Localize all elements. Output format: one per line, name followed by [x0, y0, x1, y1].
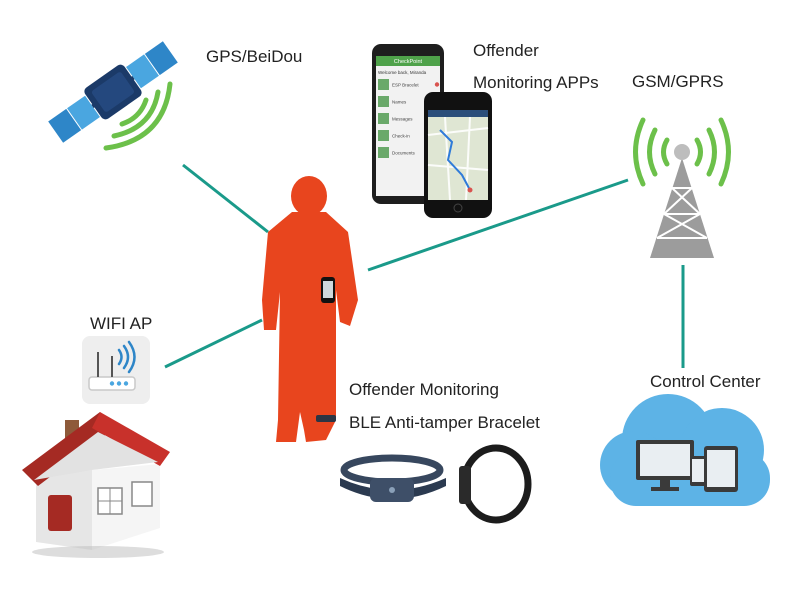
app-welcome: Welcome back, Miranda [378, 70, 427, 75]
gps-label: GPS/BeiDou [206, 47, 303, 66]
ankle-bracelet-marker [316, 415, 336, 422]
ble-bracelet-side-icon [459, 444, 532, 524]
app-menu: ESP Bracelet Names Messages Check-in Doc… [378, 79, 440, 158]
bracelet-label-line2: BLE Anti-tamper Bracelet [349, 413, 540, 432]
worn-phone-icon [321, 277, 335, 303]
offender-figure [262, 176, 358, 442]
app-menu-item: Names [392, 100, 407, 105]
smartphone-icon [690, 456, 706, 486]
gsm-tower-icon [633, 117, 731, 258]
line-tower-person [367, 178, 629, 272]
app-menu-item: Check-in [392, 134, 410, 139]
satellite-icon [48, 41, 178, 151]
bracelet-label-line1: Offender Monitoring [349, 380, 499, 399]
apps-label-line2: Monitoring APPs [473, 73, 599, 92]
apps-label-line1: Offender [473, 41, 539, 60]
control-center-label: Control Center [650, 372, 761, 391]
wifi-label: WIFI AP [90, 314, 153, 333]
line-satellite-person [182, 163, 269, 234]
wifi-router-icon [82, 336, 150, 404]
control-center-cloud [600, 394, 770, 506]
home-icon [22, 412, 170, 558]
tablet-icon [704, 446, 738, 492]
monitor-icon [636, 440, 694, 491]
line-wifi-person [164, 318, 263, 369]
app-menu-item: Messages [392, 117, 413, 122]
app-title: CheckPoint [394, 59, 423, 65]
app-menu-item: Documents [392, 151, 416, 156]
app-menu-item: ESP Bracelet [392, 83, 419, 88]
ble-bracelet-icon [340, 454, 446, 502]
monitoring-app-phone-front [424, 92, 492, 218]
gsm-label: GSM/GPRS [632, 72, 724, 91]
